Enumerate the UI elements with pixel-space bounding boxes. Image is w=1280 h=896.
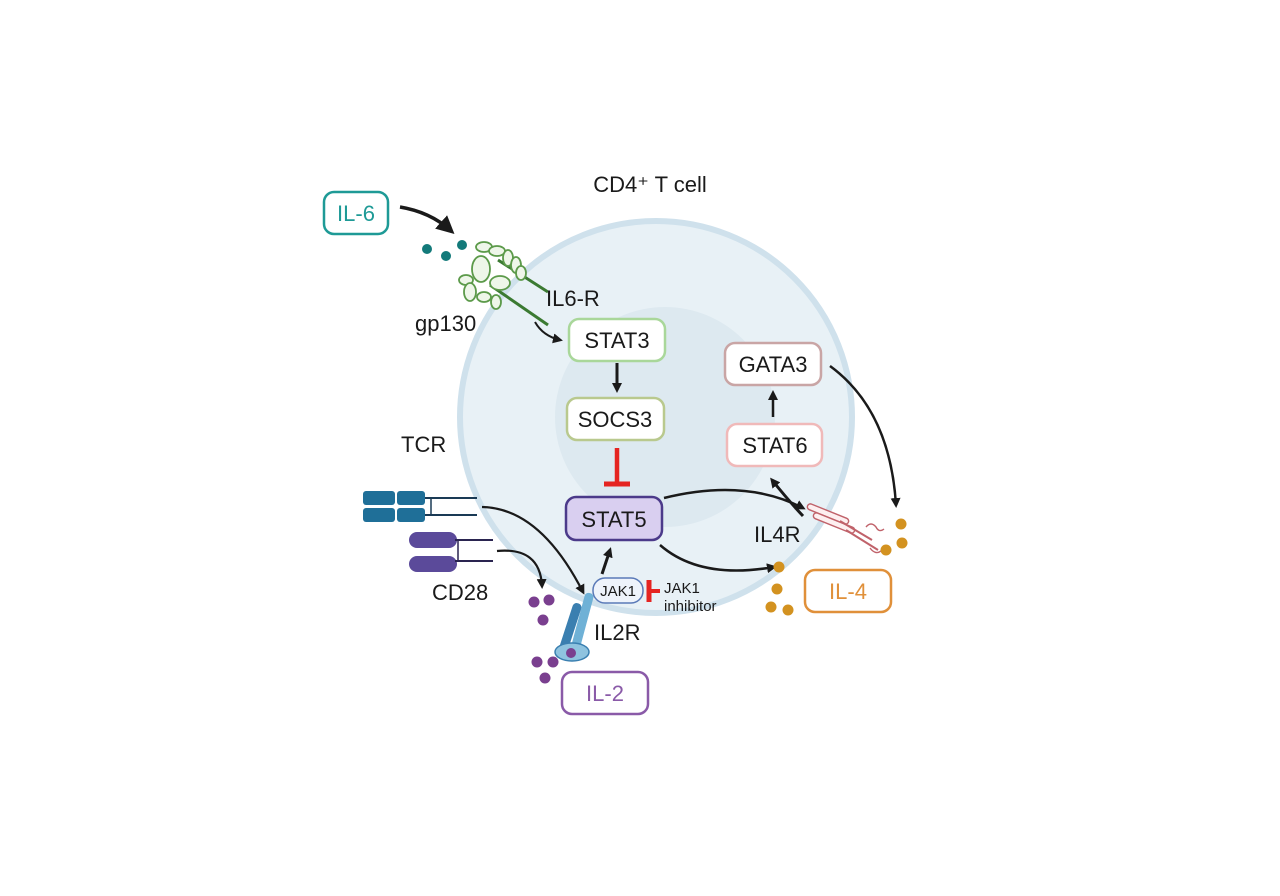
- svg-text:IL-6: IL-6: [337, 201, 375, 226]
- il2r-to-stat5-arrow: [600, 547, 613, 575]
- il6r-gp130-receptor: [458, 241, 549, 327]
- jak1-inhibitor-label-line2: inhibitor: [664, 598, 717, 615]
- receptor-to-stat3-arrow: [534, 321, 563, 344]
- svg-text:IL-4: IL-4: [829, 579, 867, 604]
- il4r-receptor: [806, 503, 885, 554]
- socs3-inhibits-stat5: [604, 448, 630, 487]
- stat5-to-il4-arrow: [659, 544, 777, 574]
- il2r-label: IL2R: [594, 620, 640, 645]
- jak1-node: JAK1: [592, 577, 644, 604]
- svg-text:GATA3: GATA3: [739, 352, 808, 377]
- jak1-inhibitor-blocker: [646, 580, 660, 602]
- tcr-to-il2r-arrow: [481, 505, 585, 595]
- il6r-label: IL6-R: [546, 286, 600, 311]
- svg-text:SOCS3: SOCS3: [578, 407, 653, 432]
- svg-text:IL-2: IL-2: [586, 681, 624, 706]
- il4r-to-stat6-arrow: [770, 477, 805, 518]
- gp130-label: gp130: [415, 311, 476, 336]
- cd28-to-il2-arrow: [496, 549, 547, 589]
- socs3-node: SOCS3: [565, 396, 666, 442]
- il4r-label: IL4R: [754, 522, 800, 547]
- cd28-label: CD28: [432, 580, 488, 605]
- il4-cytokine-dots: [765, 518, 908, 616]
- il4-label: IL-4: [803, 568, 893, 614]
- tcr-label: TCR: [401, 432, 446, 457]
- stat5-node: STAT5: [564, 495, 664, 542]
- stat3-node: STAT3: [567, 317, 667, 363]
- il2-label: IL-2: [560, 670, 650, 716]
- gata3-to-il4-arrow: [829, 364, 901, 508]
- svg-text:STAT6: STAT6: [742, 433, 807, 458]
- il6-label: IL-6: [322, 190, 390, 236]
- il2r-receptor: [554, 592, 594, 662]
- svg-text:STAT5: STAT5: [581, 507, 646, 532]
- cell-title: CD4⁺ T cell: [593, 172, 707, 197]
- stat6-node: STAT6: [725, 422, 824, 468]
- il6-to-receptor-arrow: [399, 205, 455, 235]
- gata3-node: GATA3: [723, 341, 823, 387]
- jak1-inhibitor-label-line1: JAK1: [664, 580, 700, 597]
- tcr-receptor: [363, 491, 477, 522]
- svg-text:JAK1: JAK1: [600, 583, 636, 600]
- cd28-receptor: [409, 532, 493, 572]
- svg-text:STAT3: STAT3: [584, 328, 649, 353]
- il6-cytokine-dots: [422, 240, 467, 261]
